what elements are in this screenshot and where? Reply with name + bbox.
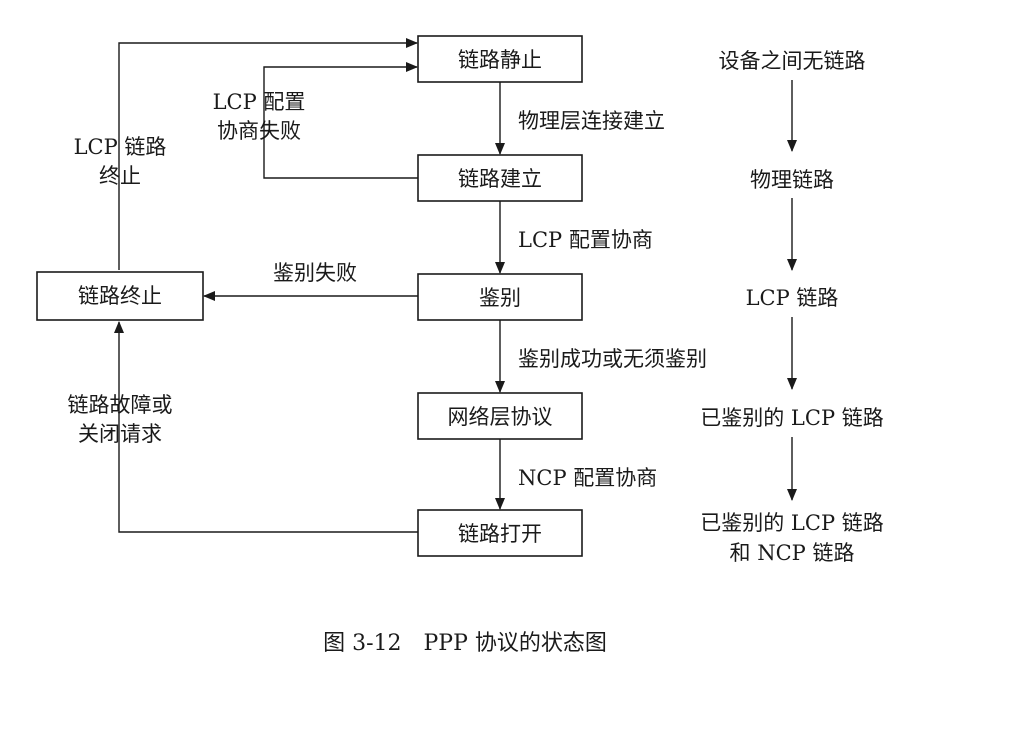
label-ncp-negotiation: NCP 配置协商: [518, 466, 657, 490]
state-label-open: 链路打开: [458, 522, 542, 546]
link-state-s5-line1: 已鉴别的 LCP 链路: [700, 511, 884, 535]
state-box-open: [417, 509, 583, 557]
state-label-terminate: 链路终止: [78, 284, 162, 308]
state-boxes: [36, 35, 583, 557]
state-box-establish: [417, 154, 583, 202]
arrow-open-to-terminate: [114, 321, 418, 533]
arrow-terminate-to-dead: [118, 38, 418, 270]
label-lcp-fail-line1: LCP 配置: [213, 90, 306, 114]
label-fault-line2: 关闭请求: [78, 422, 162, 446]
link-state-s2: 物理链路: [750, 168, 834, 192]
state-box-authenticate: [417, 273, 583, 321]
state-labels: 链路静止 链路建立 鉴别 网络层协议 链路打开 链路终止: [78, 48, 553, 546]
link-state-s3: LCP 链路: [746, 286, 839, 310]
label-lcp-term-line1: LCP 链路: [74, 135, 167, 159]
label-physical-up: 物理层连接建立: [518, 109, 665, 133]
arrow-establish-to-dead-fail: [263, 62, 418, 179]
label-lcp-negotiation: LCP 配置协商: [518, 228, 653, 252]
state-label-establish: 链路建立: [458, 167, 542, 191]
link-state-s4: 已鉴别的 LCP 链路: [700, 406, 884, 430]
state-box-terminate: [36, 271, 204, 321]
state-box-network: [417, 392, 583, 440]
label-lcp-term-line2: 终止: [99, 164, 141, 188]
link-state-column: 设备之间无链路 物理链路 LCP 链路 已鉴别的 LCP 链路 已鉴别的 LCP…: [700, 49, 884, 565]
connectors: [114, 38, 797, 533]
state-box-dead: [417, 35, 583, 83]
transition-labels: 物理层连接建立 LCP 配置协商 鉴别成功或无须鉴别 NCP 配置协商 鉴别失败…: [68, 90, 708, 490]
state-label-dead: 链路静止: [458, 48, 542, 72]
figure-caption: 图 3-12 PPP 协议的状态图: [323, 631, 607, 656]
label-fault-line1: 链路故障或: [68, 393, 173, 417]
label-lcp-fail-line2: 协商失败: [217, 119, 301, 143]
link-state-s5-line2: 和 NCP 链路: [730, 541, 855, 565]
link-state-s1: 设备之间无链路: [719, 49, 866, 73]
state-label-authenticate: 鉴别: [479, 286, 521, 310]
label-auth-failed: 鉴别失败: [273, 261, 357, 285]
state-label-network: 网络层协议: [448, 405, 553, 429]
label-auth-success: 鉴别成功或无须鉴别: [518, 347, 707, 371]
